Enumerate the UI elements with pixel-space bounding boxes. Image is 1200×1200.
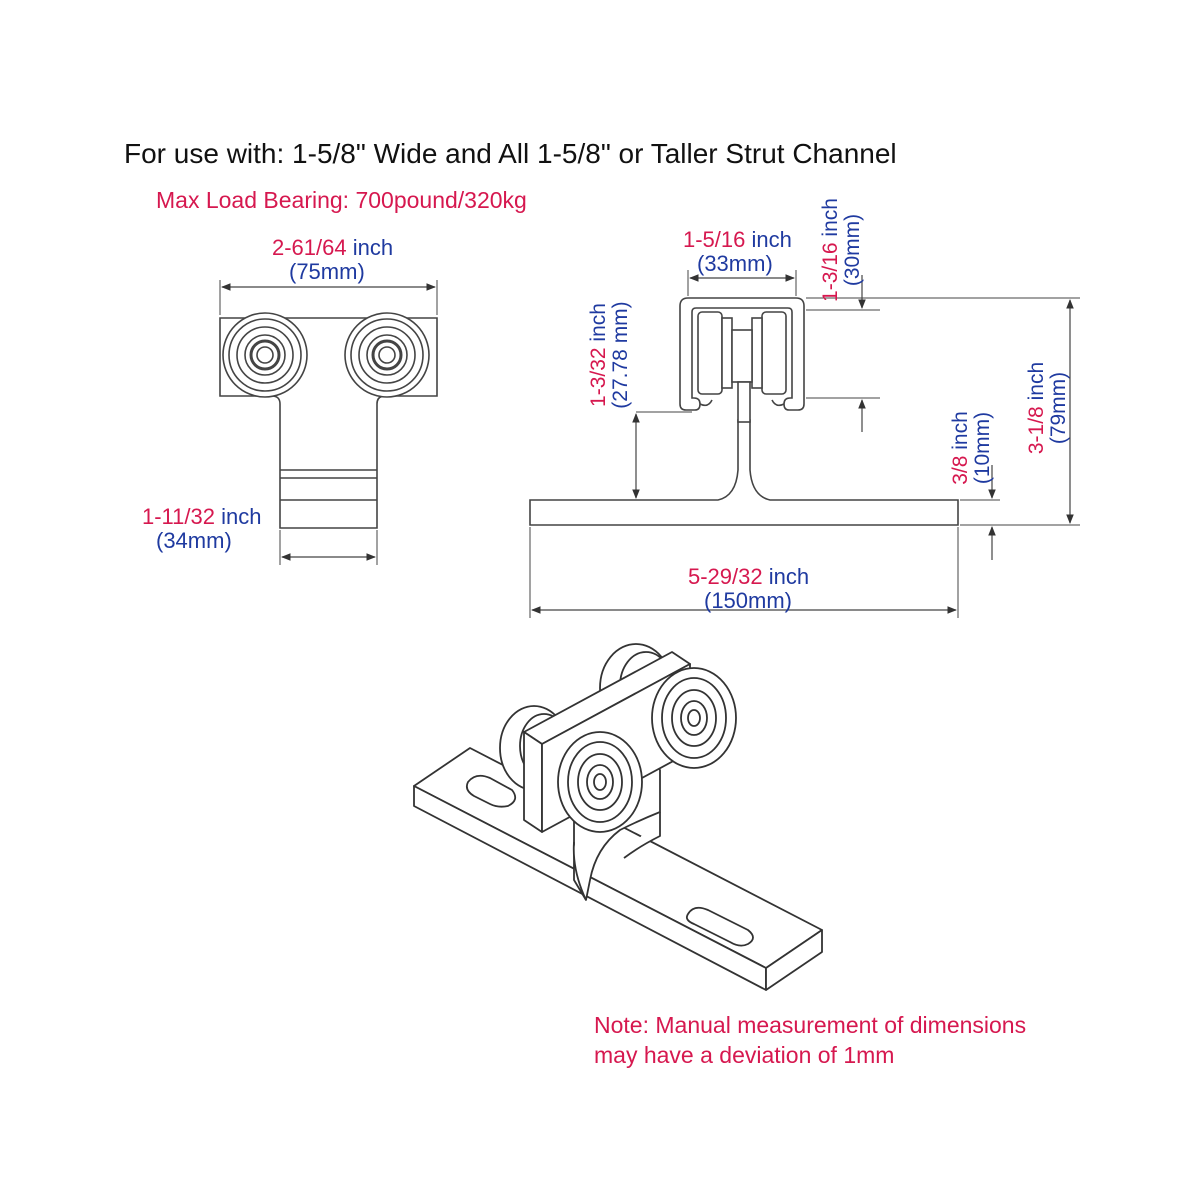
right-wheel-icon xyxy=(344,312,430,398)
base-thickness-label: 3/8 inch (10mm) xyxy=(949,388,995,508)
note-line-1: Note: Manual measurement of dimensions xyxy=(594,1012,1027,1038)
height-inch-value: 3-1/8 xyxy=(1025,406,1048,455)
neck-mm-value: (27.78 mm) xyxy=(609,301,633,409)
lip-inch-unit: inch xyxy=(819,198,842,237)
width-mm-label: (75mm) xyxy=(289,259,365,284)
width-inch-unit: inch xyxy=(352,235,394,260)
plate-inch-label: 1-11/32 inch xyxy=(142,506,261,528)
plate-mm-label: (34mm) xyxy=(156,528,232,553)
base-thk-inch-unit: inch xyxy=(949,411,972,450)
left-wheel-icon xyxy=(222,312,308,398)
base-thk-inch-value: 3/8 xyxy=(949,455,972,485)
channel-inch-label: 1-5/16 inch xyxy=(683,229,792,251)
base-length-mm-label: (150mm) xyxy=(704,588,793,613)
height-inch-unit: inch xyxy=(1025,361,1048,401)
neck-inch-unit: inch xyxy=(587,303,610,342)
neck-height-label: 1-3/32 inch (27.78 mm) xyxy=(587,270,633,440)
front-wheel-left-icon xyxy=(557,731,643,833)
base-length-inch-label: 5-29/32 inch xyxy=(688,566,809,588)
side-view-drawing xyxy=(529,270,1080,618)
plate-inch-value: 1-11/32 xyxy=(142,504,215,529)
width-inch-value: 2-61/64 xyxy=(272,235,347,260)
neck-inch-value: 1-3/32 xyxy=(587,347,610,407)
page-title: For use with: 1-5/8" Wide and All 1-5/8"… xyxy=(124,138,897,169)
overall-height-label: 3-1/8 inch (79mm) xyxy=(1025,348,1071,468)
lip-height-label: 1-3/16 inch (30mm) xyxy=(819,180,865,320)
channel-mm-label: (33mm) xyxy=(697,251,773,276)
width-inch-label: 2-61/64 inch xyxy=(272,237,393,259)
front-wheel-right-icon xyxy=(651,667,737,769)
channel-inch-value: 1-5/16 xyxy=(683,227,746,252)
isometric-view-drawing xyxy=(413,643,823,991)
max-load-label: Max Load Bearing: 700pound/320kg xyxy=(156,187,527,213)
base-thk-mm-value: (10mm) xyxy=(971,411,995,485)
lip-inch-value: 1-3/16 xyxy=(819,242,842,302)
base-length-inch-value: 5-29/32 xyxy=(688,564,763,589)
note-line-2: may have a deviation of 1mm xyxy=(594,1042,895,1068)
height-mm-value: (79mm) xyxy=(1047,371,1071,445)
base-length-inch-unit: inch xyxy=(768,564,810,589)
top-view-drawing xyxy=(219,280,438,565)
lip-mm-value: (30mm) xyxy=(841,213,865,287)
plate-inch-unit: inch xyxy=(221,504,262,529)
channel-inch-unit: inch xyxy=(751,227,792,252)
